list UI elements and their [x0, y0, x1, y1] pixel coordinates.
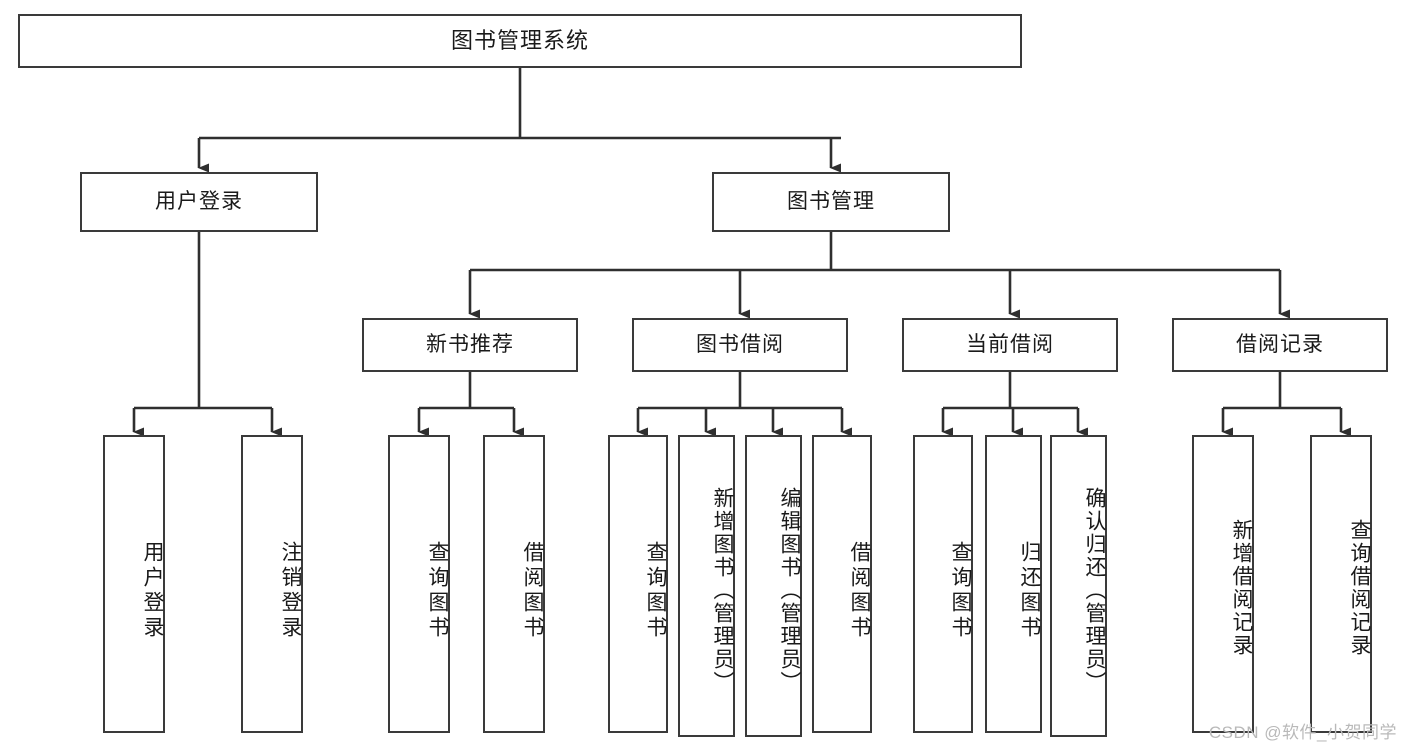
leaf-query-book-2[interactable]: 查询图书	[608, 435, 668, 733]
node-current-borrow[interactable]: 当前借阅	[902, 318, 1118, 372]
leaf-borrow-book-1-label: 借阅图书	[521, 541, 544, 641]
leaf-user-logout-label: 注销登录	[279, 541, 302, 641]
node-new-book-recommend-label: 新书推荐	[426, 333, 514, 357]
leaf-return-book-label: 归还图书	[1018, 541, 1041, 641]
leaf-borrow-book-2[interactable]: 借阅图书	[812, 435, 872, 733]
leaf-query-book-1[interactable]: 查询图书	[388, 435, 450, 733]
node-new-book-recommend[interactable]: 新书推荐	[362, 318, 578, 372]
node-book-borrow[interactable]: 图书借阅	[632, 318, 848, 372]
leaf-query-book-1-label: 查询图书	[426, 541, 449, 641]
leaf-add-book-label: 新增图书（管理员）	[711, 486, 734, 694]
leaf-confirm-return[interactable]: 确认归还（管理员）	[1050, 435, 1107, 737]
leaf-user-login[interactable]: 用户登录	[103, 435, 165, 733]
watermark: CSDN @软件_小贺同学	[1208, 723, 1397, 742]
leaf-confirm-return-label: 确认归还（管理员）	[1083, 486, 1106, 694]
leaf-borrow-book-2-label: 借阅图书	[848, 541, 871, 641]
leaf-query-book-3[interactable]: 查询图书	[913, 435, 973, 733]
leaf-user-login-label: 用户登录	[141, 541, 164, 641]
node-user-login[interactable]: 用户登录	[80, 172, 318, 232]
leaf-edit-book[interactable]: 编辑图书（管理员）	[745, 435, 802, 737]
node-book-borrow-label: 图书借阅	[696, 333, 784, 357]
leaf-user-logout[interactable]: 注销登录	[241, 435, 303, 733]
leaf-return-book[interactable]: 归还图书	[985, 435, 1042, 733]
node-borrow-record-label: 借阅记录	[1236, 333, 1324, 357]
leaf-add-record-label: 新增借阅记录	[1230, 519, 1253, 657]
leaf-add-record[interactable]: 新增借阅记录	[1192, 435, 1254, 733]
leaf-query-record[interactable]: 查询借阅记录	[1310, 435, 1372, 733]
node-book-manage-label: 图书管理	[787, 190, 875, 214]
node-user-login-label: 用户登录	[155, 190, 243, 214]
node-borrow-record[interactable]: 借阅记录	[1172, 318, 1388, 372]
node-root-label: 图书管理系统	[450, 27, 589, 53]
leaf-borrow-book-1[interactable]: 借阅图书	[483, 435, 545, 733]
leaf-query-book-2-label: 查询图书	[644, 541, 667, 641]
node-root[interactable]: 图书管理系统	[18, 14, 1022, 68]
node-current-borrow-label: 当前借阅	[966, 333, 1054, 357]
leaf-query-book-3-label: 查询图书	[949, 541, 972, 641]
leaf-add-book[interactable]: 新增图书（管理员）	[678, 435, 735, 737]
leaf-query-record-label: 查询借阅记录	[1348, 519, 1371, 657]
node-book-manage[interactable]: 图书管理	[712, 172, 950, 232]
leaf-edit-book-label: 编辑图书（管理员）	[778, 486, 801, 694]
